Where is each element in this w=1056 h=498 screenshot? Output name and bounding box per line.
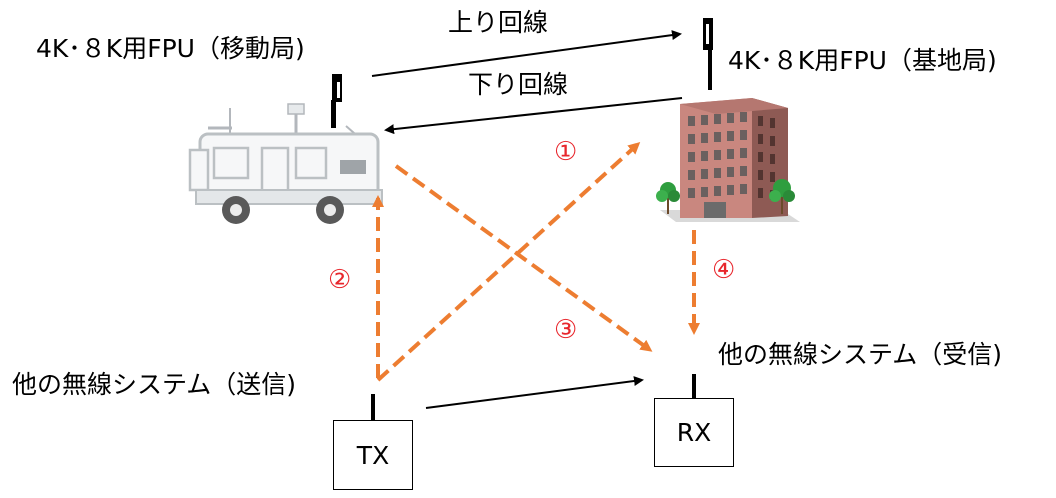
uplink-arrow bbox=[371, 30, 682, 77]
office-building-icon bbox=[656, 98, 800, 222]
tx-device: TX bbox=[333, 420, 413, 490]
path-number-4: ④ bbox=[712, 255, 736, 285]
uplink-label: 上り回線 bbox=[448, 8, 549, 37]
interference-path-3 bbox=[394, 164, 653, 352]
antenna-icon bbox=[703, 18, 713, 90]
other-tx-system-label: 他の無線システム（送信) bbox=[12, 370, 297, 399]
mobile-station-label: 4K･８K用FPU（移動局) bbox=[36, 34, 305, 63]
downlink-label: 下り回線 bbox=[468, 70, 569, 99]
tx-rx-link-arrow bbox=[425, 376, 644, 409]
path-number-1: ① bbox=[554, 137, 578, 167]
base-station-label: 4K･８K用FPU（基地局) bbox=[728, 46, 997, 75]
antenna-icon bbox=[331, 74, 342, 128]
broadcast-van-icon bbox=[188, 103, 383, 224]
path-number-3: ③ bbox=[554, 315, 578, 345]
other-rx-system-label: 他の無線システム（受信) bbox=[718, 340, 1003, 369]
rx-label: RX bbox=[676, 418, 712, 447]
interference-path-1 bbox=[376, 141, 641, 382]
path-number-2: ② bbox=[328, 265, 352, 295]
rx-device: RX bbox=[654, 398, 734, 467]
downlink-arrow bbox=[384, 97, 683, 135]
tx-label: TX bbox=[356, 440, 390, 470]
